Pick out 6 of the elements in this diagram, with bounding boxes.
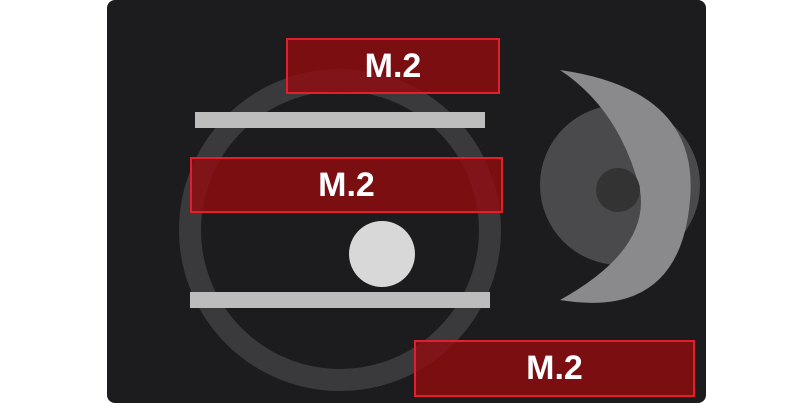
label-banner <box>190 157 503 213</box>
slot-label: M.2 <box>318 166 375 204</box>
slot-label: M.2 <box>364 46 422 86</box>
slot-label: M.2 <box>526 349 583 388</box>
label-banner <box>286 38 500 94</box>
label-banner <box>414 340 695 397</box>
